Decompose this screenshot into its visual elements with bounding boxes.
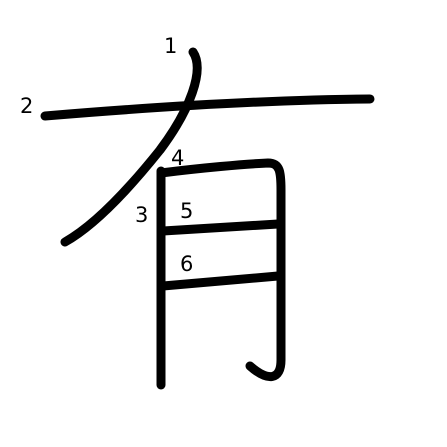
stroke-6-number: 6 [180, 252, 193, 276]
stroke-2-path [40, 94, 375, 121]
stroke-5-number: 5 [180, 199, 193, 223]
stroke-4-path [156, 158, 286, 381]
stroke-1-path [60, 47, 202, 247]
stroke-1-number: 1 [164, 34, 177, 58]
stroke-6-path [158, 271, 283, 291]
stroke-5-path [158, 219, 283, 236]
stroke-3-number: 3 [135, 203, 148, 227]
stroke-4-number: 4 [171, 146, 184, 170]
stroke-2-number: 2 [20, 94, 33, 118]
